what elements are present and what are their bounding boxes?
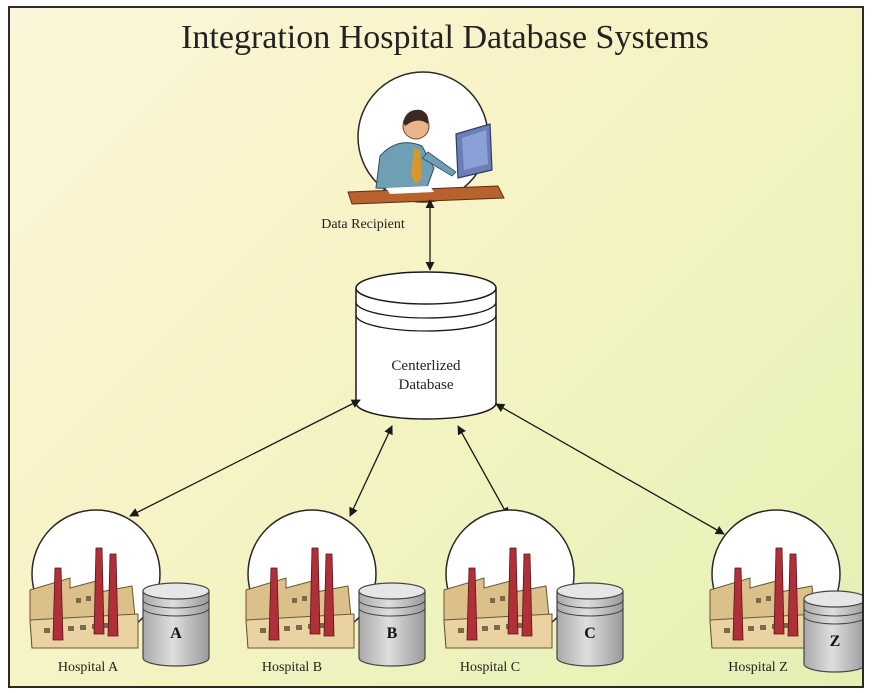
hospital-building-icon — [443, 509, 575, 649]
central-database-label-line2: Database — [399, 377, 454, 393]
data-recipient: Data Recipient — [321, 71, 505, 232]
diagram-frame: Integration Hospital Database Systems Da… — [8, 6, 864, 688]
hospital-b: B Hospital B — [245, 509, 426, 675]
database-letter: B — [387, 625, 398, 642]
hospital-a-connection-arrow — [129, 399, 361, 517]
database-letter: Z — [830, 633, 841, 650]
database-letter: C — [584, 625, 596, 642]
hospital-building-icon — [29, 509, 161, 649]
central-database: Centerlized Database — [355, 271, 497, 420]
hospital-building-icon — [245, 509, 377, 649]
hospital-c-connection-arrow — [457, 425, 509, 517]
diagram-title: Integration Hospital Database Systems — [181, 19, 709, 56]
hospital-label: Hospital Z — [728, 660, 788, 675]
hospital-z-connection-arrow — [495, 403, 725, 535]
hospital-c: C Hospital C — [443, 509, 624, 675]
data-recipient-label: Data Recipient — [321, 217, 405, 232]
hospital-label: Hospital C — [460, 660, 520, 675]
person-at-computer-icon — [347, 71, 505, 205]
integration-diagram: Integration Hospital Database Systems Da… — [29, 19, 862, 675]
database-cylinder-icon — [355, 271, 497, 420]
hospital-z: Z Hospital Z — [709, 509, 862, 675]
database-cylinder-icon — [358, 582, 426, 667]
hospital-a: A Hospital A — [29, 509, 210, 675]
database-cylinder-icon — [142, 582, 210, 667]
hospital-label: Hospital A — [58, 660, 119, 675]
central-database-label-line1: Centerlized — [391, 358, 461, 374]
database-cylinder-icon — [803, 590, 862, 673]
hospital-b-connection-arrow — [349, 425, 393, 517]
hospital-label: Hospital B — [262, 660, 322, 675]
database-cylinder-icon — [556, 582, 624, 667]
database-letter: A — [170, 625, 182, 642]
